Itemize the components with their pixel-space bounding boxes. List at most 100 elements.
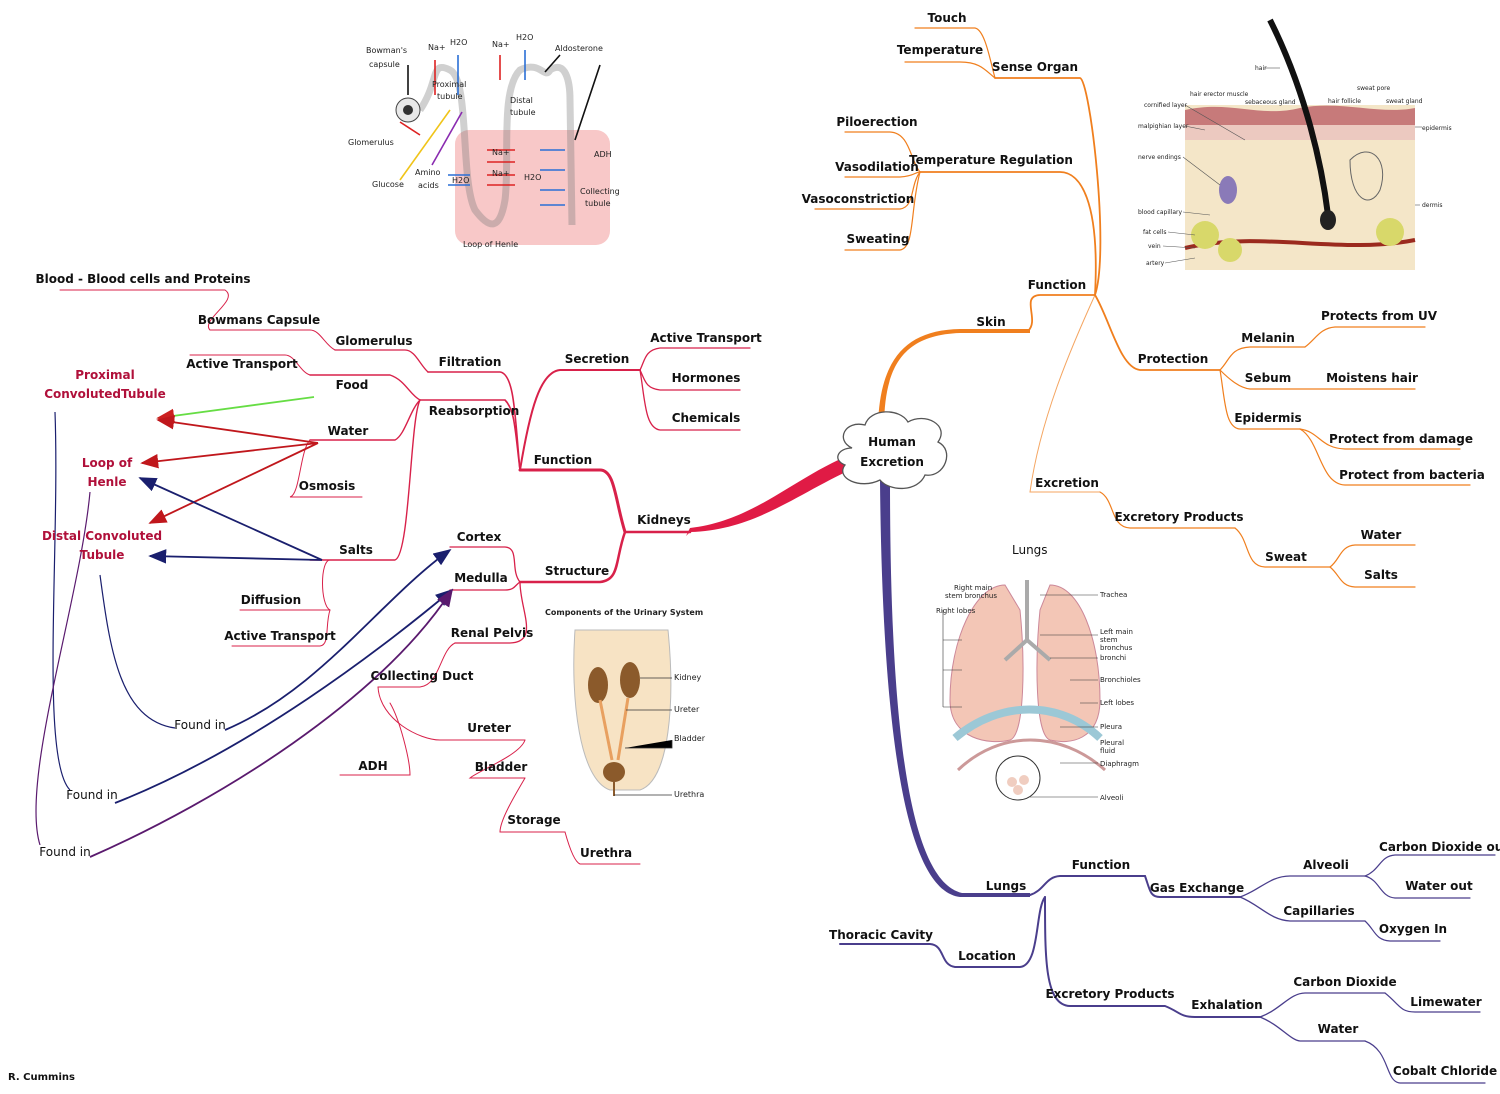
- node-collecting-duct: Collecting Duct: [370, 669, 474, 683]
- lungs-diagram: Right main stem bronchus Right lobes Tra…: [936, 580, 1141, 802]
- lungs-img-trachea-label: Trachea: [1099, 591, 1127, 599]
- found-in-purple-arrow: [89, 588, 453, 858]
- nephron-proximal-label: Proximal: [432, 80, 466, 89]
- food-to-pct-arrow: [156, 396, 315, 423]
- node-cortex: Cortex: [456, 530, 502, 544]
- node-urethra: Urethra: [579, 846, 633, 860]
- nephron-na-label: Na+: [428, 43, 446, 52]
- loop-line-2: Henle: [87, 475, 127, 489]
- loop-found-in-line: [35, 491, 91, 846]
- node-salts: Salts: [339, 543, 373, 557]
- center-topic: Human Excretion: [842, 432, 942, 472]
- nephron-na-label-3: Na+: [492, 148, 510, 157]
- node-melanin: Melanin: [1241, 331, 1295, 345]
- urinary-system-diagram: Kidney Ureter Bladder Urethra Components…: [545, 608, 706, 799]
- node-bowmans-capsule: Bowmans Capsule: [197, 313, 321, 327]
- dct-line-1: Distal Convoluted: [41, 529, 163, 543]
- node-epidermis: Epidermis: [1234, 411, 1302, 425]
- nephron-h2o-label-4: H2O: [524, 173, 541, 182]
- found-in-label-1: Found in: [174, 718, 226, 732]
- kidneys-main-branch: [686, 448, 868, 536]
- nephron-acids-label: acids: [418, 181, 439, 190]
- node-skin-excretion: Excretion: [1035, 476, 1099, 490]
- node-thoracic-cavity: Thoracic Cavity: [829, 928, 933, 942]
- node-ureter: Ureter: [467, 721, 511, 735]
- node-sweat: Sweat: [1265, 550, 1307, 564]
- center-line-2: Excretion: [860, 455, 924, 469]
- water-to-dct-arrow: [148, 442, 319, 524]
- nephron-diagram: Bowman's capsule Glomerulus Glucose Amin…: [348, 33, 620, 249]
- node-carbon-dioxide-out: Carbon Dioxide out: [1379, 840, 1500, 854]
- dct-line-2: Tubule: [79, 548, 125, 562]
- node-sweat-salts: Salts: [1364, 568, 1398, 582]
- node-sweating: Sweating: [846, 232, 910, 246]
- node-secretion-active-transport: Active Transport: [650, 331, 762, 345]
- nephron-na-label-4: Na+: [492, 169, 510, 178]
- node-lungs: Lungs: [985, 879, 1027, 893]
- nephron-aldosterone-label: Aldosterone: [555, 44, 603, 53]
- pct-found-in-line: [52, 411, 71, 791]
- node-water: Water: [327, 424, 369, 438]
- nephron-distal-tubule-label: tubule: [510, 108, 536, 117]
- nephron-collecting-label: Collecting: [580, 187, 620, 196]
- skin-img-blood-capillary-label: blood capillary: [1138, 209, 1182, 216]
- skin-img-hair-erector-label: hair erector muscle: [1190, 91, 1249, 98]
- node-secretion: Secretion: [564, 352, 630, 366]
- skin-img-hair-label: hair: [1255, 65, 1267, 72]
- skin-img-dermis-label: dermis: [1422, 202, 1443, 209]
- node-reabsorption: Reabsorption: [428, 404, 520, 418]
- urinary-ureter-label: Ureter: [674, 705, 700, 714]
- skin-img-fat-cells-label: fat cells: [1143, 229, 1167, 236]
- node-limewater: Limewater: [1410, 995, 1482, 1009]
- node-salts-active-transport: Active Transport: [224, 629, 336, 643]
- node-chemicals: Chemicals: [671, 411, 741, 425]
- node-glomerulus: Glomerulus: [335, 334, 413, 348]
- skin-diagram: hair sweat pore hair erector muscle hair…: [1138, 18, 1452, 270]
- node-capillaries: Capillaries: [1283, 904, 1355, 918]
- salts-to-loop-arrow: [138, 477, 323, 561]
- node-lungs-excretory-products: Excretory Products: [1045, 987, 1175, 1001]
- nephron-glucose-label: Glucose: [372, 180, 404, 189]
- node-piloerection: Piloerection: [836, 115, 918, 129]
- node-food-active-transport: Active Transport: [186, 357, 298, 371]
- nephron-loop-label: Loop of Henle: [463, 240, 518, 249]
- node-gas-exchange: Gas Exchange: [1149, 881, 1245, 895]
- node-vasodilation: Vasodilation: [835, 160, 919, 174]
- node-touch: Touch: [927, 11, 967, 25]
- node-kidneys: Kidneys: [637, 513, 691, 527]
- lungs-img-bronchus-label: bronchus: [1100, 644, 1133, 652]
- node-loop-of-henle: Loop of Henle: [82, 454, 132, 492]
- lungs-img-stem-bronchus-label: stem bronchus: [945, 592, 997, 600]
- nephron-amino-label: Amino: [415, 168, 441, 177]
- lungs-img-left-main-label: Left main: [1100, 628, 1133, 636]
- skin-img-artery-label: artery: [1146, 260, 1165, 267]
- found-in-to-medulla-arrow: [114, 588, 454, 804]
- lungs-img-fluid-label: fluid: [1100, 747, 1115, 755]
- node-medulla: Medulla: [454, 571, 508, 585]
- nephron-glomerulus-label: Glomerulus: [348, 138, 394, 147]
- skin-img-hair-follicle-label: hair follicle: [1328, 98, 1361, 105]
- lungs-img-bronchioles-label: Bronchioles: [1100, 676, 1141, 684]
- urinary-urethra-label: Urethra: [674, 790, 704, 799]
- node-alveoli: Alveoli: [1303, 858, 1349, 872]
- nephron-distal-label: Distal: [510, 96, 533, 105]
- lungs-img-left-lobes-label: Left lobes: [1100, 699, 1134, 707]
- lungs-branch-lines: [839, 480, 1496, 1084]
- urinary-bladder-label: Bladder: [674, 734, 706, 743]
- node-exhalation-water: Water: [1317, 1022, 1359, 1036]
- nephron-adh-label: ADH: [594, 150, 612, 159]
- node-hormones: Hormones: [671, 371, 741, 385]
- nephron-na-label-2: Na+: [492, 40, 510, 49]
- skin-img-sweat-gland-label: sweat gland: [1386, 98, 1423, 105]
- skin-img-malpighian-label: malpighian layer: [1138, 123, 1189, 130]
- link-arrows: [35, 396, 454, 858]
- node-sebum: Sebum: [1244, 371, 1292, 385]
- node-blood: Blood - Blood cells and Proteins: [35, 272, 251, 286]
- node-vasoconstriction: Vasoconstriction: [801, 192, 915, 206]
- skin-img-epidermis-label: epidermis: [1422, 125, 1452, 132]
- skin-img-nerve-label: nerve endings: [1138, 154, 1181, 161]
- node-protect-from-damage: Protect from damage: [1329, 432, 1473, 446]
- nephron-h2o-label-2: H2O: [516, 33, 533, 42]
- lungs-img-pleura-label: Pleura: [1100, 723, 1122, 731]
